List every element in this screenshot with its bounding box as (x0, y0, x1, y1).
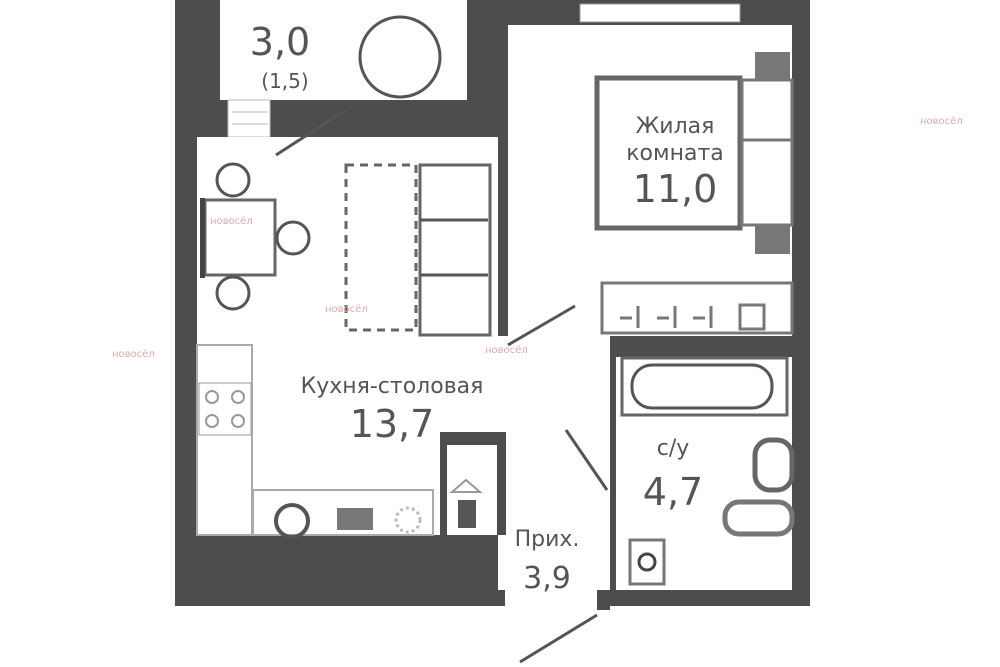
chair (215, 275, 251, 311)
watermark-logo: новосёл (485, 345, 528, 356)
chair (275, 220, 311, 256)
sink (752, 437, 795, 493)
faucet-icon (693, 306, 713, 328)
faucet-icon (620, 306, 640, 328)
balcony-sub-area: (1,5) (261, 69, 308, 93)
meter-icon (458, 500, 476, 528)
kitchen-counter (196, 344, 253, 536)
nightstand (755, 226, 790, 254)
kitchen-area: 13,7 (350, 402, 435, 446)
living-door (507, 304, 576, 347)
sink-icon (274, 503, 310, 539)
balcony-floor (220, 0, 467, 100)
sofa (418, 163, 492, 337)
hallway-area: 3,9 (523, 561, 571, 596)
hanger-icon (449, 478, 483, 493)
living-room-name-1: Жилая (636, 114, 715, 139)
wardrobe (740, 78, 794, 227)
watermark-logo: новосёл (325, 304, 368, 315)
chair (215, 162, 251, 198)
microwave-icon (337, 508, 373, 530)
fan-icon (394, 506, 422, 534)
balcony-area: 3,0 (250, 20, 310, 64)
watermark-logo: новосёл (210, 216, 253, 227)
bathroom-name: с/у (657, 436, 690, 461)
washing-machine-icon (628, 538, 666, 586)
shelf-area (600, 281, 794, 335)
cabinet-icon (738, 303, 766, 331)
balcony-door (275, 108, 347, 157)
faucet-icon (657, 306, 677, 328)
round-appliance (358, 15, 442, 99)
watermark-logo: новосёл (112, 349, 155, 360)
kitchen-floor-right (498, 137, 508, 338)
hallway-name: Прих. (515, 527, 580, 552)
window-top (579, 3, 741, 23)
bed (594, 75, 743, 231)
living-room-name-2: комната (626, 141, 724, 166)
balcony-steps (227, 99, 271, 138)
watermark-logo: новосёл (920, 116, 963, 127)
cooktop (198, 382, 252, 436)
living-room-area: 11,0 (633, 167, 718, 211)
toilet (722, 499, 795, 537)
rug (344, 163, 418, 332)
nightstand (755, 52, 790, 80)
entrance-door (519, 613, 598, 664)
bathroom-door (564, 429, 609, 491)
bathroom-area: 4,7 (643, 470, 703, 514)
dining-table (203, 198, 277, 277)
kitchen-name: Кухня-столовая (301, 374, 484, 399)
